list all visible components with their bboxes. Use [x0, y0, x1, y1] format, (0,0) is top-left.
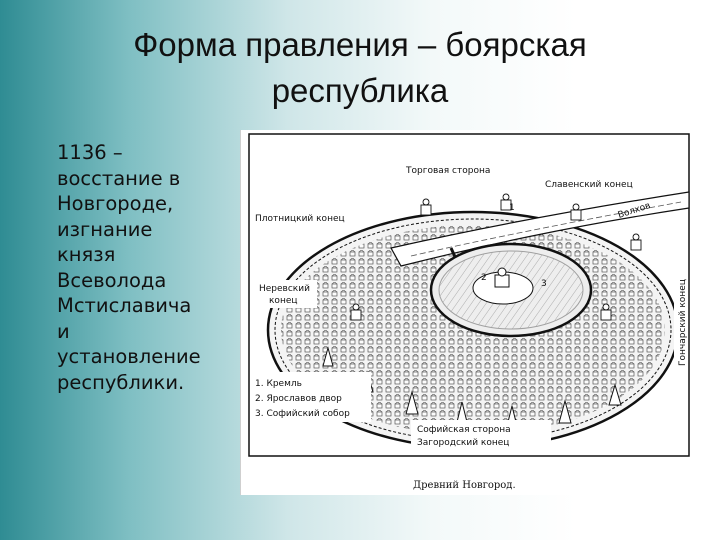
churches: [350, 193, 642, 321]
legend-item-1: 1. Кремль: [255, 379, 302, 389]
legend-box: [251, 372, 371, 422]
body-line: Новгороде,: [57, 192, 174, 215]
label-bg: [674, 250, 688, 370]
label-nerevsky-2: конец: [269, 296, 298, 306]
label-zagorodsky: Загородский конец: [417, 438, 509, 448]
novgorod-map: 1 2 3 Торговая сторона Славенский конец …: [240, 130, 698, 495]
body-line: Мстиславича: [57, 294, 192, 317]
label-bg: [251, 210, 371, 224]
label-nerevsky: Неревский: [259, 284, 310, 294]
marker-3: 3: [541, 279, 547, 289]
title-line-2: республика: [271, 72, 449, 109]
label-bg: [541, 176, 661, 190]
body-line: установление: [57, 345, 201, 368]
body-line: изгнание: [57, 217, 153, 241]
legend-item-2: 2. Ярославов двор: [255, 394, 342, 404]
label-sofiyskaya: Софийская сторона: [417, 425, 511, 435]
label-bg: [401, 162, 521, 176]
body-text: 1136 – восстание в Новгороде, изгнание к…: [57, 140, 242, 395]
label-bg: [411, 420, 551, 450]
body-line: восстание в: [57, 166, 181, 190]
label-goncharsky: Гончарский конец: [678, 279, 688, 366]
slide-title: Форма правления – боярская республика: [0, 22, 720, 114]
body-line: и: [57, 319, 70, 343]
body-line: республики.: [57, 370, 185, 394]
body-line: князя: [57, 243, 116, 266]
cathedral: [494, 274, 510, 288]
label-plotnitsky: Плотницкий конец: [255, 214, 345, 224]
body-line: Всеволода: [57, 268, 167, 292]
title-line-1: Форма правления – боярская: [133, 26, 587, 63]
marker-1: 1: [509, 203, 515, 213]
map-caption: Древний Новгород.: [413, 480, 516, 491]
marker-2: 2: [481, 273, 487, 283]
label-torgovaya: Торговая сторона: [405, 166, 490, 176]
body-line: 1136 –: [57, 141, 123, 164]
cathedral-dome: [497, 267, 507, 277]
map-drawing: 1 2 3 Торговая сторона Славенский конец …: [248, 133, 690, 491]
label-slavensky: Славенский конец: [545, 180, 633, 190]
river-current: [410, 201, 682, 257]
label-bg: [255, 280, 317, 308]
legend-item-3: 3. Софийский собор: [255, 409, 350, 419]
